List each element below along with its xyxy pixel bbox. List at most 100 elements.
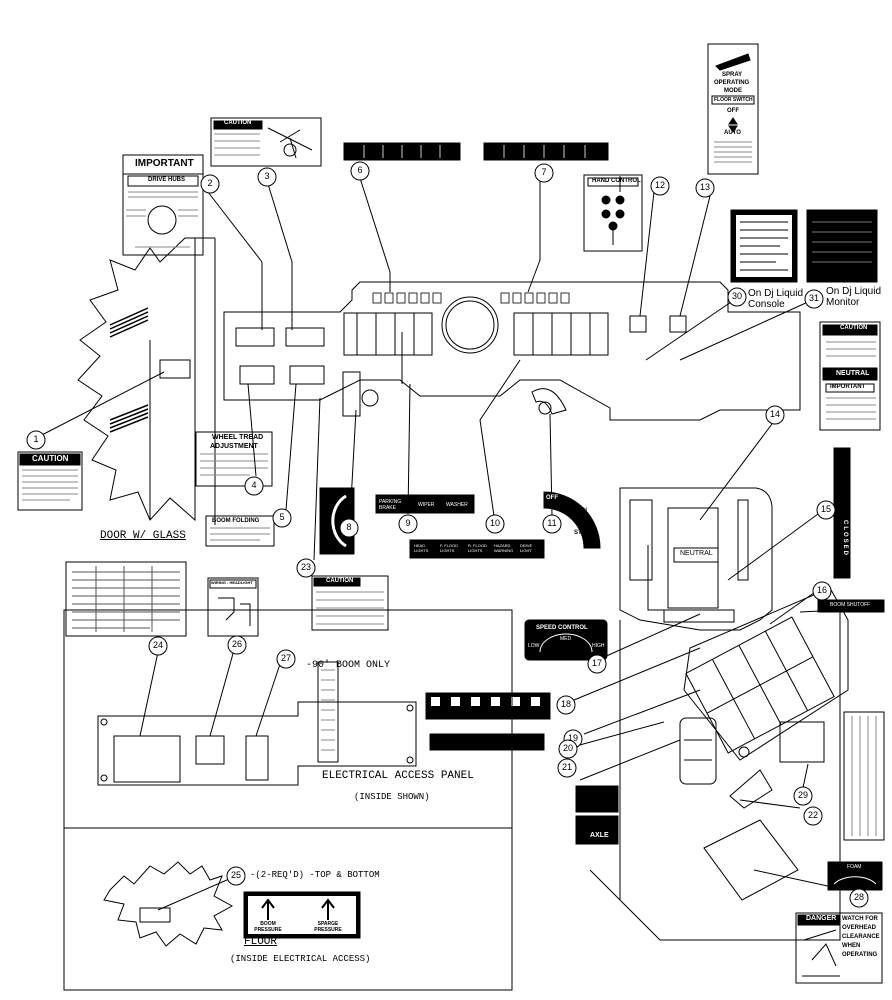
decal-wiring-24 [65, 561, 187, 637]
hand-control-label: HAND CONTROL [592, 178, 641, 184]
ignition-start-label: START [574, 530, 594, 536]
f-flood-label: F. FLOOD LIGHTS [440, 543, 459, 553]
spray-off-label: OFF [727, 108, 739, 114]
callout-14: 14 [769, 409, 780, 419]
callout-18: 18 [560, 699, 571, 709]
decal-switch-strip-18 [425, 692, 551, 720]
caution-label-1: CAUTION [32, 454, 69, 463]
callout-16: 16 [816, 585, 827, 595]
decal-caution-3 [210, 117, 322, 167]
inside-shown-label: (INSIDE SHOWN) [354, 792, 430, 802]
important-title: IMPORTANT [135, 158, 194, 169]
decal-spray-mode [707, 43, 759, 175]
decal-caution-1 [17, 451, 83, 511]
decal-caution-weight [311, 575, 389, 631]
spray-label-2: OPERATING [714, 80, 750, 86]
spray-floor-label: FLOOR SWITCH [714, 97, 753, 103]
danger-text-2: OVERHEAD [842, 925, 877, 931]
speed-high-label: HIGH [592, 643, 605, 649]
decal-danger [795, 912, 883, 984]
wheel-tread-1: WHEEL TREAD [212, 434, 264, 441]
open-label: OPEN [822, 462, 828, 488]
callout-21: 21 [561, 762, 572, 772]
head-lights-label: HEAD LIGHTS [414, 543, 429, 553]
ignition-off-label: OFF [546, 495, 558, 501]
axle-label: AXLE [590, 832, 609, 839]
speed-low-label: LOW [528, 643, 540, 649]
caution-label-14: CAUTION [840, 325, 868, 331]
speed-control-label: SPEED CONTROL [536, 625, 588, 631]
callout-1: 1 [33, 434, 39, 444]
speed-med-label: MED [560, 636, 572, 642]
callout-24: 24 [152, 640, 163, 650]
leader-lines [35, 176, 847, 911]
callout-12: 12 [654, 180, 665, 190]
neutral-label-shifter: NEUTRAL [680, 550, 713, 557]
decal-foam [827, 861, 883, 891]
boom-pressure-label: BOOM PRESSURE [254, 921, 282, 933]
callout-6: 6 [357, 165, 363, 175]
liquid-monitor-label-1: On Dj Liquid [826, 286, 882, 297]
decal-drive-hubs [122, 154, 204, 256]
callout-22: 22 [807, 810, 818, 820]
caution-label-weight: CAUTION [326, 578, 354, 584]
decal-wiper-strip [375, 494, 475, 514]
decal-switch-strip-7 [483, 142, 609, 161]
caution-label-3: CAUTION [224, 120, 252, 126]
boom-folding-label: BOOM FOLDING [212, 518, 260, 524]
closed-label: CLOSED [842, 520, 848, 558]
callout-7: 7 [541, 167, 547, 177]
inside-access-label: (INSIDE ELECTRICAL ACCESS) [230, 954, 371, 964]
parking-brake-label: PARKING BRAKE [379, 499, 402, 511]
callout-4: 4 [251, 480, 257, 490]
callout-17: 17 [591, 658, 602, 668]
decal-ignition [543, 491, 601, 549]
callout-27: 27 [280, 653, 291, 663]
callout-23: 23 [300, 562, 311, 572]
callout-28: 28 [853, 892, 864, 902]
r-flood-label: R. FLOOD LIGHTS [468, 543, 487, 553]
foam-label: FOAM [847, 864, 862, 870]
decal-liquid-monitor [806, 209, 878, 283]
decal-boom-shutoff [817, 599, 885, 613]
decal-switch-strip-19 [429, 733, 545, 751]
elec-panel-label: ELECTRICAL ACCESS PANEL [322, 770, 474, 782]
shifter-console [619, 487, 773, 631]
spray-label-1: SPRAY [722, 72, 743, 78]
decal-pressure-warning [843, 711, 885, 841]
callout-31: 31 [808, 293, 819, 303]
danger-text-1: WATCH FOR [842, 916, 878, 922]
decal-wiring-headlight [207, 577, 259, 637]
callout-10: 10 [489, 518, 500, 528]
wiper-label: WIPER [418, 502, 435, 508]
decal-liquid-console [730, 209, 798, 283]
callout-20: 20 [562, 743, 573, 753]
callout-19: 19 [567, 733, 578, 743]
callout-3: 3 [264, 171, 270, 181]
callout-5: 5 [279, 512, 285, 522]
callout-13: 13 [699, 182, 710, 192]
danger-text-3: CLEARANCE [842, 934, 880, 940]
callout-8: 8 [346, 522, 352, 532]
req-label: -(2-REQ'D) -TOP & BOTTOM [250, 870, 380, 880]
decal-wheel-tread [195, 431, 273, 487]
door-glass-label: DOOR W/ GLASS [100, 530, 186, 542]
wheel-tread-2: ADJUSTMENT [210, 443, 258, 450]
wiring-headlight-label: WIRING - HEADLIGHT [211, 580, 253, 585]
callout-11: 11 [547, 518, 557, 528]
callout-2: 2 [207, 178, 213, 188]
callout-29: 29 [797, 790, 808, 800]
spray-auto-label: AUTO [724, 130, 741, 136]
callout-circles [26, 161, 869, 908]
door-glass-panel [63, 609, 513, 991]
callout-25: 25 [230, 870, 241, 880]
liquid-console-label-2: Console [748, 299, 785, 310]
callout-9: 9 [405, 518, 411, 528]
callout-26: 26 [231, 639, 242, 649]
decal-switch-strip-6 [343, 142, 461, 161]
decal-pressure-arrows [243, 891, 361, 939]
spray-label-3: MODE [724, 88, 742, 94]
